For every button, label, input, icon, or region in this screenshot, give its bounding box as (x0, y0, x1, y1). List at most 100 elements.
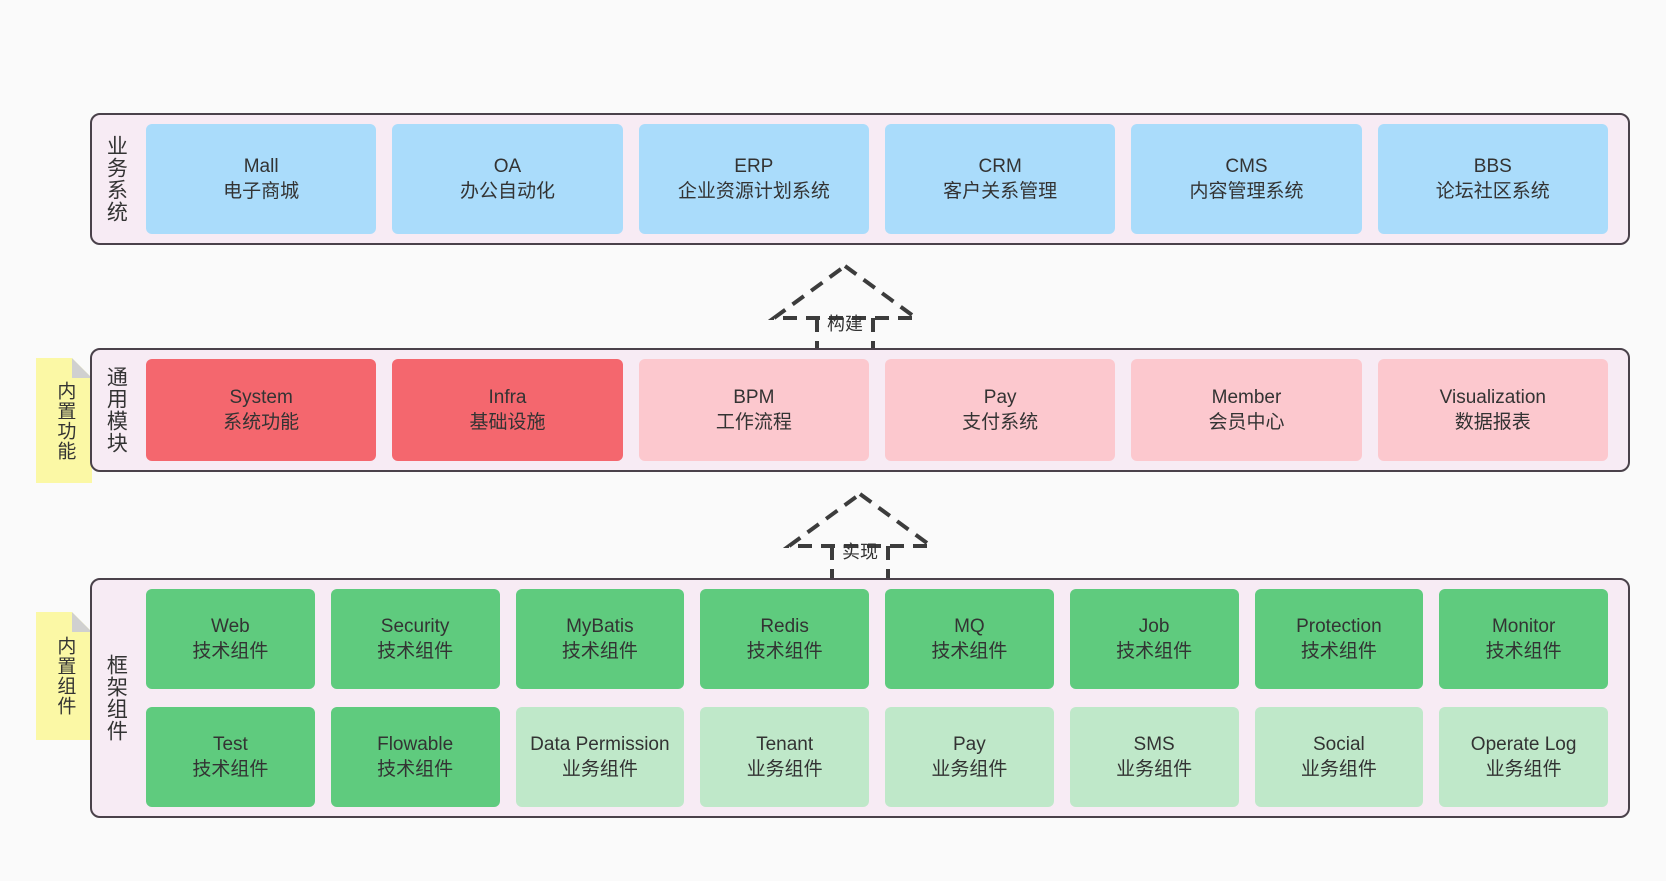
card-title-en: Protection (1296, 615, 1382, 637)
connector-build: 构建 (760, 262, 930, 362)
card-title-en: Pay (953, 733, 986, 755)
card-title-en: Monitor (1491, 615, 1556, 637)
card-title-en: Operate Log (1470, 733, 1577, 755)
card-title-cn: 技术组件 (1116, 641, 1193, 662)
note-builtin-component: 内置组件 (36, 612, 92, 740)
card-title-en: Web (211, 615, 250, 637)
card-title-en: Member (1211, 386, 1282, 408)
generalization-arrowhead (782, 491, 938, 548)
card-row: Mall 电子商城 OA 办公自动化 ERP 企业资源计划系统 CRM 客户关系… (138, 115, 1616, 243)
card-title-cn: 客户关系管理 (943, 181, 1058, 202)
card-title-en: System (229, 386, 293, 408)
generalization-arrowhead (767, 263, 923, 320)
note-label: 内置功能 (54, 380, 76, 461)
layer-cards-common-module: System 系统功能 Infra 基础设施 BPM 工作流程 Pay 支付系统… (138, 350, 1628, 470)
card-title-en: Data Permission (530, 733, 670, 755)
card-job[interactable]: Job 技术组件 (1069, 589, 1239, 689)
card-title-cn: 内容管理系统 (1189, 181, 1304, 202)
card-title-cn: 技术组件 (192, 759, 269, 780)
card-visualization[interactable]: Visualization 数据报表 (1377, 359, 1608, 461)
card-title-cn: 业务组件 (1300, 759, 1377, 780)
card-title-en: Visualization (1439, 386, 1546, 408)
connector-label-build: 构建 (827, 314, 863, 334)
layer-cards-framework-component: Web 技术组件 Security 技术组件 MyBatis 技术组件 Redi… (138, 580, 1628, 816)
card-title-en: SMS (1133, 733, 1175, 755)
layer-title-business-system: 业务系统 (104, 135, 128, 223)
card-title-en: Pay (983, 386, 1017, 408)
note-label: 内置组件 (54, 636, 76, 716)
card-title-cn: 技术组件 (377, 759, 454, 780)
card-row: System 系统功能 Infra 基础设施 BPM 工作流程 Pay 支付系统… (138, 350, 1616, 470)
card-operate-log[interactable]: Operate Log 业务组件 (1439, 707, 1608, 807)
card-title-en: CMS (1225, 155, 1268, 177)
card-test[interactable]: Test 技术组件 (146, 707, 315, 807)
card-crm[interactable]: CRM 客户关系管理 (884, 124, 1116, 234)
card-title-cn: 业务组件 (561, 759, 638, 780)
card-cms[interactable]: CMS 内容管理系统 (1131, 124, 1362, 234)
card-pay-component[interactable]: Pay 业务组件 (885, 707, 1054, 807)
card-title-cn: 技术组件 (931, 641, 1008, 662)
card-title-cn: 企业资源计划系统 (677, 181, 830, 202)
card-title-cn: 技术组件 (746, 641, 823, 662)
card-title-cn: 业务组件 (931, 759, 1008, 780)
card-bbs[interactable]: BBS 论坛社区系统 (1377, 124, 1608, 234)
connector-label-implement: 实现 (842, 542, 878, 562)
card-title-cn: 技术组件 (561, 641, 638, 662)
connector-implement: 实现 (775, 490, 945, 590)
card-oa[interactable]: OA 办公自动化 (392, 124, 623, 234)
card-monitor[interactable]: Monitor 技术组件 (1439, 589, 1608, 689)
layer-framework-component: 框架组件 Web 技术组件 Security 技术组件 MyBatis 技术组件… (90, 578, 1630, 818)
note-fold-corner-icon (72, 612, 92, 632)
layer-title-common-module: 通用模块 (104, 366, 128, 454)
card-title-cn: 论坛社区系统 (1435, 181, 1550, 202)
card-title-cn: 数据报表 (1454, 412, 1531, 433)
card-title-en: Infra (488, 386, 527, 408)
card-title-cn: 基础设施 (469, 412, 546, 433)
card-data-permission[interactable]: Data Permission 业务组件 (515, 707, 685, 807)
card-title-en: OA (493, 155, 522, 177)
card-title-cn: 技术组件 (377, 641, 454, 662)
card-sms[interactable]: SMS 业务组件 (1069, 707, 1239, 807)
card-title-cn: 技术组件 (1300, 641, 1377, 662)
card-pay-module[interactable]: Pay 支付系统 (884, 359, 1116, 461)
layer-cards-business-system: Mall 电子商城 OA 办公自动化 ERP 企业资源计划系统 CRM 客户关系… (138, 115, 1628, 243)
layer-business-system: 业务系统 Mall 电子商城 OA 办公自动化 ERP 企业资源计划系统 CRM… (90, 113, 1630, 245)
card-title-cn: 系统功能 (223, 412, 300, 433)
card-title-en: Social (1313, 733, 1365, 755)
card-bpm[interactable]: BPM 工作流程 (638, 359, 869, 461)
card-title-en: MyBatis (566, 615, 634, 637)
note-fold-corner-icon (72, 358, 92, 378)
card-title-cn: 业务组件 (1116, 759, 1193, 780)
card-title-en: Mall (243, 155, 279, 177)
card-row: Web 技术组件 Security 技术组件 MyBatis 技术组件 Redi… (138, 580, 1616, 698)
card-infra[interactable]: Infra 基础设施 (392, 359, 623, 461)
card-mall[interactable]: Mall 电子商城 (146, 124, 377, 234)
card-security[interactable]: Security 技术组件 (330, 589, 500, 689)
card-title-cn: 会员中心 (1208, 412, 1285, 433)
card-web[interactable]: Web 技术组件 (146, 589, 315, 689)
card-title-cn: 办公自动化 (459, 181, 555, 202)
card-title-cn: 工作流程 (715, 412, 792, 433)
card-title-en: Test (212, 733, 248, 755)
card-title-cn: 业务组件 (746, 759, 823, 780)
card-title-cn: 电子商城 (223, 181, 300, 202)
card-row: Test 技术组件 Flowable 技术组件 Data Permission … (138, 698, 1616, 816)
card-flowable[interactable]: Flowable 技术组件 (330, 707, 500, 807)
card-member[interactable]: Member 会员中心 (1131, 359, 1362, 461)
card-tenant[interactable]: Tenant 业务组件 (700, 707, 869, 807)
card-system[interactable]: System 系统功能 (146, 359, 377, 461)
card-mq[interactable]: MQ 技术组件 (885, 589, 1054, 689)
card-erp[interactable]: ERP 企业资源计划系统 (638, 124, 869, 234)
card-mybatis[interactable]: MyBatis 技术组件 (515, 589, 685, 689)
card-title-en: CRM (978, 155, 1022, 177)
card-title-en: Redis (760, 615, 809, 637)
card-protection[interactable]: Protection 技术组件 (1254, 589, 1424, 689)
card-title-cn: 业务组件 (1485, 759, 1562, 780)
card-redis[interactable]: Redis 技术组件 (700, 589, 869, 689)
note-builtin-function: 内置功能 (36, 358, 92, 483)
card-title-en: MQ (954, 615, 985, 637)
card-title-en: ERP (734, 155, 774, 177)
card-title-en: Job (1138, 615, 1170, 637)
card-social[interactable]: Social 业务组件 (1254, 707, 1424, 807)
